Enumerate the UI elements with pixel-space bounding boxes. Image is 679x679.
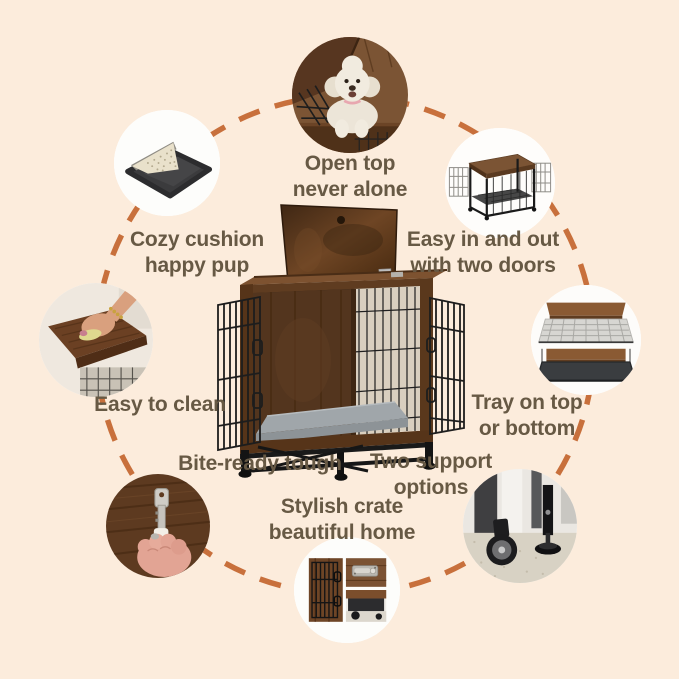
label-line: Open top	[304, 152, 396, 175]
wiping-hand-illustration	[39, 283, 153, 397]
feature-label-tray: Tray on top or bottom	[472, 390, 583, 441]
label-line: Cozy cushion	[129, 228, 265, 251]
open-top-dog-photo	[292, 37, 408, 153]
top-latch	[390, 271, 404, 278]
metal-base	[238, 442, 436, 481]
left-open-door	[217, 295, 263, 452]
support-options-photo	[463, 469, 577, 583]
right-open-door	[426, 296, 465, 436]
label-line: Two support	[369, 450, 493, 473]
label-line: Easy to clean	[94, 393, 226, 416]
grey-cushion	[256, 402, 408, 434]
label-line: or bottom	[478, 416, 576, 440]
two-doors-crate-photo	[445, 128, 555, 238]
label-line: never alone	[292, 177, 408, 201]
feature-label-support: Two support options	[370, 449, 492, 500]
feature-label-cozy-cushion: Cozy cushion happy pup	[130, 227, 264, 278]
feature-label-bite-ready: Bite-ready tough	[178, 451, 342, 477]
folded-mat-illustration	[114, 110, 220, 216]
see-through-mesh-area	[353, 286, 420, 436]
label-line: beautiful home	[268, 520, 416, 544]
feature-label-two-doors: Easy in and out with two doors	[407, 227, 559, 278]
tray-photo	[531, 285, 641, 395]
label-line: options	[393, 475, 469, 499]
tray-positions-illustration	[531, 285, 641, 395]
feature-label-easy-clean: Easy to clean	[94, 392, 226, 418]
crate-collage-photo	[294, 537, 400, 643]
wheel-and-foot-illustration	[463, 469, 577, 583]
crate-collage-illustration	[294, 537, 400, 643]
label-line: Tray on top	[471, 391, 583, 414]
label-line: with two doors	[410, 253, 556, 277]
easy-clean-photo	[39, 283, 153, 397]
feature-label-stylish: Stylish crate beautiful home	[269, 494, 416, 545]
label-line: Easy in and out	[406, 228, 560, 251]
label-line: happy pup	[144, 253, 250, 277]
mini-crate-illustration	[445, 128, 555, 238]
feature-label-open-top: Open top never alone	[293, 151, 408, 202]
label-line: Stylish crate	[280, 495, 404, 518]
cushion-mat-photo	[114, 110, 220, 216]
key-test-photo	[106, 474, 210, 578]
lid-hole	[337, 216, 345, 224]
poodle-illustration	[292, 37, 408, 153]
dog-crate-product-photo	[217, 204, 465, 481]
key-and-hand-illustration	[106, 474, 210, 578]
label-line: Bite-ready tough	[178, 452, 342, 475]
